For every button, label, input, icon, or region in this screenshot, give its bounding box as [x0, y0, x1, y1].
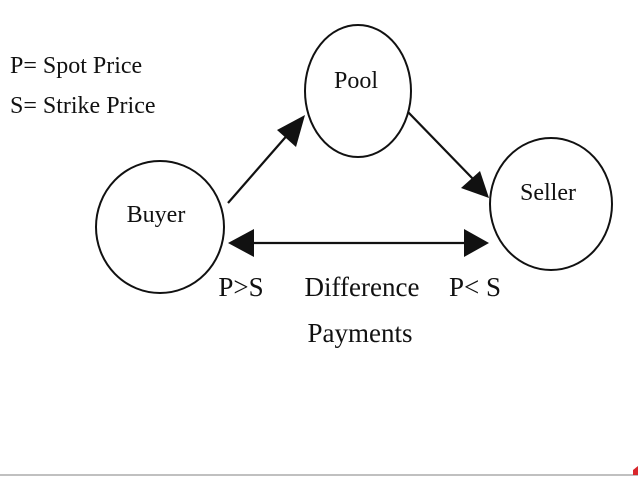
arrowhead-to-seller-side: [464, 229, 489, 257]
node-pool: Pool: [304, 24, 412, 158]
difference-payments-line1: Difference: [305, 272, 420, 302]
edge-buyer-to-pool: [227, 115, 305, 204]
node-pool-label: Pool: [334, 68, 378, 94]
condition-right-label: P< S: [449, 272, 501, 302]
edge-pool-to-seller: [407, 111, 489, 198]
node-buyer: Buyer: [95, 160, 225, 294]
legend-spot-price: P= Spot Price: [10, 53, 142, 79]
arrowhead-to-pool: [277, 115, 305, 147]
legend-strike-price: S= Strike Price: [10, 93, 156, 119]
condition-left-label: P>S: [218, 272, 263, 302]
node-buyer-label: Buyer: [127, 202, 186, 228]
node-seller: Seller: [489, 137, 613, 271]
difference-payments-line2: Payments: [308, 318, 413, 348]
edge-difference-payments: [228, 229, 489, 257]
arrowhead-to-seller: [461, 171, 489, 198]
node-seller-label: Seller: [520, 180, 576, 206]
corner-mark: [633, 466, 638, 475]
arrowhead-to-buyer: [228, 229, 254, 257]
